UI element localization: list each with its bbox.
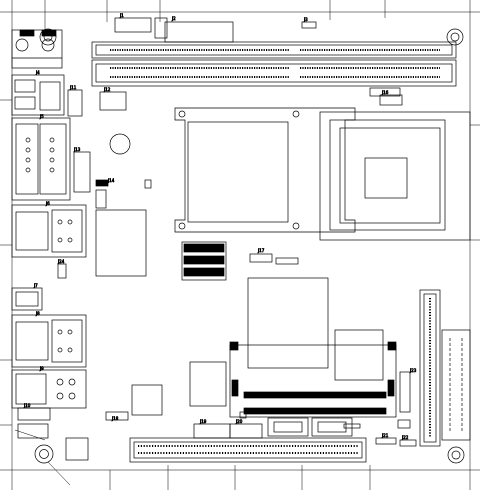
header-j1: J1 (114, 13, 152, 33)
label-j6: J6 (45, 201, 50, 206)
label-j8: J8 (35, 311, 40, 316)
mounting-hole-bottom-right (447, 446, 465, 464)
jumper-j14: J14 (95, 178, 115, 187)
io-vga-com-ports: J5 (11, 114, 71, 201)
mounting-hole-top-right (446, 28, 464, 46)
label-j9: J9 (39, 366, 44, 371)
cpu-heatsink (174, 107, 356, 233)
header-j27 (369, 87, 401, 97)
sata-connector-1 (267, 417, 309, 437)
header-j25 (397, 419, 411, 429)
io-usb-stack-1: J4 (11, 70, 65, 116)
header-j26 (343, 423, 361, 429)
io-ps2-ports (11, 29, 63, 69)
label-j7: J7 (33, 283, 38, 288)
header-j10: J10 (17, 403, 51, 439)
label-j22: J22 (401, 435, 409, 440)
label-j12: J12 (103, 87, 111, 92)
dimm-slot-1 (91, 41, 457, 59)
header-j21: J21 (375, 433, 397, 445)
label-j20: J20 (235, 419, 243, 424)
label-j4: J4 (35, 70, 40, 75)
label-j11: J11 (69, 85, 77, 90)
southbridge-chip (131, 277, 384, 416)
sata-connector-2 (311, 417, 353, 437)
dimm-slot-2 (91, 59, 457, 87)
header-j22: J22 (399, 435, 417, 447)
io-lan-usb-stack-2: J8 (11, 311, 87, 368)
jumper-j17: J17 (249, 248, 299, 265)
label-j24: J24 (57, 259, 65, 264)
ide-header: J23 (409, 289, 441, 447)
label-j21: J21 (381, 433, 389, 438)
label-j10: J10 (23, 403, 31, 408)
mounting-hole-bottom-left (34, 444, 54, 464)
sodimm-retainer (399, 371, 411, 413)
fan-header-j16: J16 (379, 90, 403, 106)
header-j12: J12 (99, 87, 127, 111)
atx-power-connector (441, 329, 471, 441)
label-j23: J23 (409, 368, 417, 373)
battery (109, 133, 131, 155)
header-j19: J19 (193, 419, 231, 439)
label-j17: J17 (257, 248, 265, 253)
io-lan-usb-stack-1: J6 (11, 201, 87, 258)
label-j19: J19 (199, 419, 207, 424)
header-j20: J20 (229, 419, 263, 439)
header-j24: J24 (57, 259, 67, 279)
cpu-socket (319, 111, 471, 241)
io-usb-port: J7 (11, 283, 43, 311)
label-j16: J16 (381, 90, 389, 95)
label-j2: J2 (171, 16, 176, 21)
pci-slot (129, 437, 367, 463)
label-j1: J1 (119, 13, 124, 18)
label-j13: J13 (73, 147, 81, 152)
header-j13: J13 (73, 147, 91, 193)
header-j28 (239, 411, 247, 419)
jumper-j15 (95, 179, 152, 209)
header-j18: J18 (105, 411, 129, 421)
small-box-bottom (65, 437, 89, 461)
header-j3: J3 (301, 17, 317, 29)
label-j5: J5 (39, 114, 44, 119)
header-j11: J11 (67, 85, 83, 117)
label-j3: J3 (303, 17, 308, 22)
io-controller-chip (95, 209, 147, 277)
label-j14: J14 (107, 178, 115, 183)
label-j18: J18 (111, 416, 119, 421)
sodimm-slot (229, 341, 397, 418)
header-j2: J2 (154, 16, 234, 43)
power-inductors (181, 241, 227, 281)
io-audio-jacks: J9 (11, 366, 87, 409)
